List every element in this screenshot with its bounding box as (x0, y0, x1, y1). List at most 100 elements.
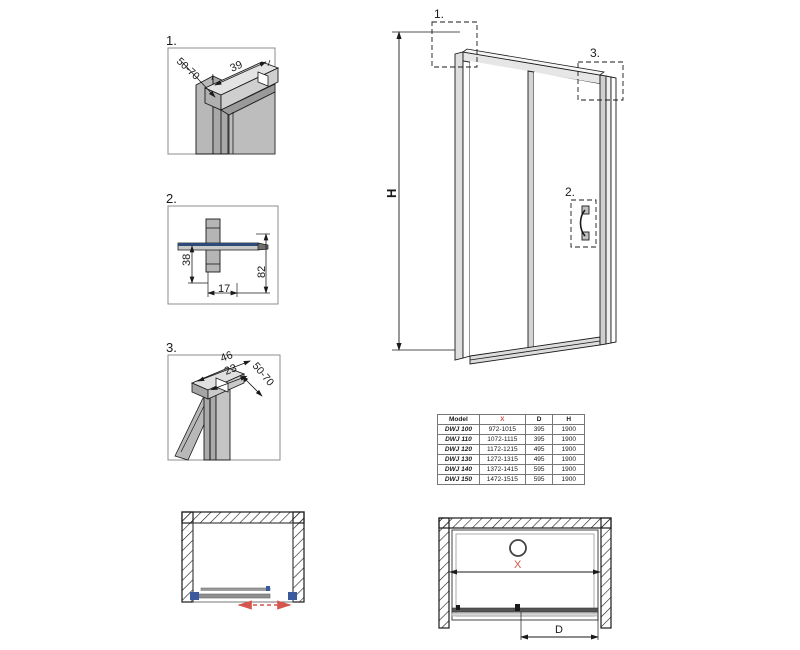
elevation-callout-2-box (570, 199, 597, 248)
detail-2-frame (167, 205, 279, 305)
cell-d: 495 (524, 454, 554, 465)
detail-3-dim-outer-label: 46 (219, 349, 235, 365)
cell-model: DWJ 110 (437, 434, 480, 445)
table-row: DWJ 140 1372-1415 595 1900 (437, 464, 585, 475)
elevation-left-post-inner (462, 51, 471, 359)
cell-x: 1472-1515 (478, 474, 526, 485)
detail-1-ext-b (267, 59, 271, 67)
detail-3-dim5070-line (241, 375, 263, 397)
plan-right-group: X D (438, 517, 612, 640)
plan-right-dim-d-label: D (555, 624, 563, 636)
elevation-bottom-rail-edge (469, 340, 601, 361)
plan-right-door-leaf (451, 607, 599, 613)
table-header-h: H (552, 414, 585, 425)
plan-left-group (181, 511, 305, 610)
detail-2-seal-strip (178, 243, 258, 246)
detail-2-dim-vertical-label: 38 (181, 254, 193, 266)
detail-1-dim5070-line (181, 61, 216, 98)
cell-model: DWJ 140 (437, 464, 480, 475)
cell-d: 595 (524, 474, 554, 485)
cell-x: 1272-1315 (478, 454, 526, 465)
detail-1-ext-a (211, 73, 214, 81)
detail-1-glass-body (228, 91, 276, 155)
detail-2-dim-horizontal-label: 17 (218, 283, 230, 295)
plan-left-wall-left (181, 511, 194, 603)
cell-h: 1900 (552, 424, 585, 435)
table-row: DWJ 110 1072-1115 395 1900 (437, 434, 585, 445)
plan-left-door-pin (266, 586, 270, 591)
plan-right-door-track (451, 612, 599, 617)
elevation-glass-sliding (534, 72, 600, 347)
table-row: DWJ 130 1272-1315 495 1900 (437, 454, 585, 465)
elevation-right-post-a (599, 74, 607, 346)
cell-h: 1900 (552, 454, 585, 465)
detail-2-dim-right-label: 82 (256, 266, 268, 278)
drain-circle-icon (509, 539, 527, 557)
cell-model: DWJ 150 (437, 474, 480, 485)
elevation-left-post-outer (454, 51, 464, 361)
cell-d: 495 (524, 444, 554, 455)
plan-left-wall-top (181, 511, 305, 524)
elevation-glass-fixed (470, 61, 528, 356)
cell-d: 395 (524, 434, 554, 445)
table-row: DWJ 100 972-1015 395 1900 (437, 424, 585, 435)
detail-3-wall-slab-2 (215, 385, 231, 461)
plan-left-door-leaf-upper (200, 587, 271, 591)
cell-h: 1900 (552, 444, 585, 455)
plan-right-wall-left (438, 517, 450, 629)
handle-mount-top (581, 205, 590, 215)
elevation-callout-1-box (431, 21, 478, 68)
table-body: DWJ 100 972-1015 395 1900 DWJ 110 1072-1… (437, 424, 585, 485)
plan-left-door-leaf-lower (192, 593, 271, 599)
cell-x: 1072-1115 (478, 434, 526, 445)
elevation-callout-3-label: 3. (590, 46, 600, 60)
elevation-callout-3-box (577, 61, 624, 101)
table-row: DWJ 120 1172-1215 495 1900 (437, 444, 585, 455)
table-row: DWJ 150 1472-1515 595 1900 (437, 474, 585, 485)
plan-left-block-left (190, 592, 199, 600)
cell-x: 972-1015 (478, 424, 526, 435)
cell-model: DWJ 130 (437, 454, 480, 465)
table-header-row: Model X D H (437, 414, 585, 425)
plan-left-block-right (288, 592, 297, 600)
cell-model: DWJ 100 (437, 424, 480, 435)
elevation-middle-mullion (527, 70, 535, 349)
plan-right-wall-right (600, 517, 612, 629)
elevation-door-handle (579, 205, 590, 241)
detail-1-dim-width-label: 39 (228, 59, 244, 75)
detail-1-callout-label: 1. (166, 33, 177, 48)
detail-2-group: 2. 38 17 82 (166, 191, 279, 305)
table-header-d: D (524, 414, 554, 425)
cell-x: 1372-1415 (478, 464, 526, 475)
table-header-x: X (478, 414, 526, 425)
model-spec-table: Model X D H DWJ 100 972-1015 395 1900 (437, 414, 585, 485)
elevation-right-post-b (605, 75, 612, 345)
plan-left-wall-right (292, 511, 305, 603)
cell-model: DWJ 120 (437, 444, 480, 455)
plan-right-dim-x-label: X (514, 559, 522, 571)
cell-d: 395 (524, 424, 554, 435)
elevation-callout-2-label: 2. (565, 185, 575, 199)
handle-mount-bottom (581, 231, 590, 241)
elevation-top-rail-top (462, 48, 605, 76)
elevation-right-post-c (610, 76, 617, 344)
detail-2-callout-label: 2. (166, 191, 177, 206)
plan-right-wall-top (438, 517, 612, 529)
plan-right-door-end-left (456, 605, 460, 610)
detail-3-glass-line (180, 397, 209, 453)
elevation-callout-1-label: 1. (434, 7, 444, 21)
plan-right-door-pin (515, 604, 520, 611)
elevation-height-label: H (384, 189, 399, 198)
detail-3-callout-label: 3. (166, 340, 177, 355)
detail-3-dim23-line (210, 375, 248, 391)
cell-h: 1900 (552, 474, 585, 485)
table-header-model: Model (437, 414, 480, 425)
detail-1-dim39-line (214, 61, 267, 86)
cell-x: 1172-1215 (478, 444, 526, 455)
detail-3-dim46-line (197, 360, 251, 382)
detail-3-dim-inner-label: 23 (223, 362, 239, 378)
handle-grip (579, 209, 586, 237)
